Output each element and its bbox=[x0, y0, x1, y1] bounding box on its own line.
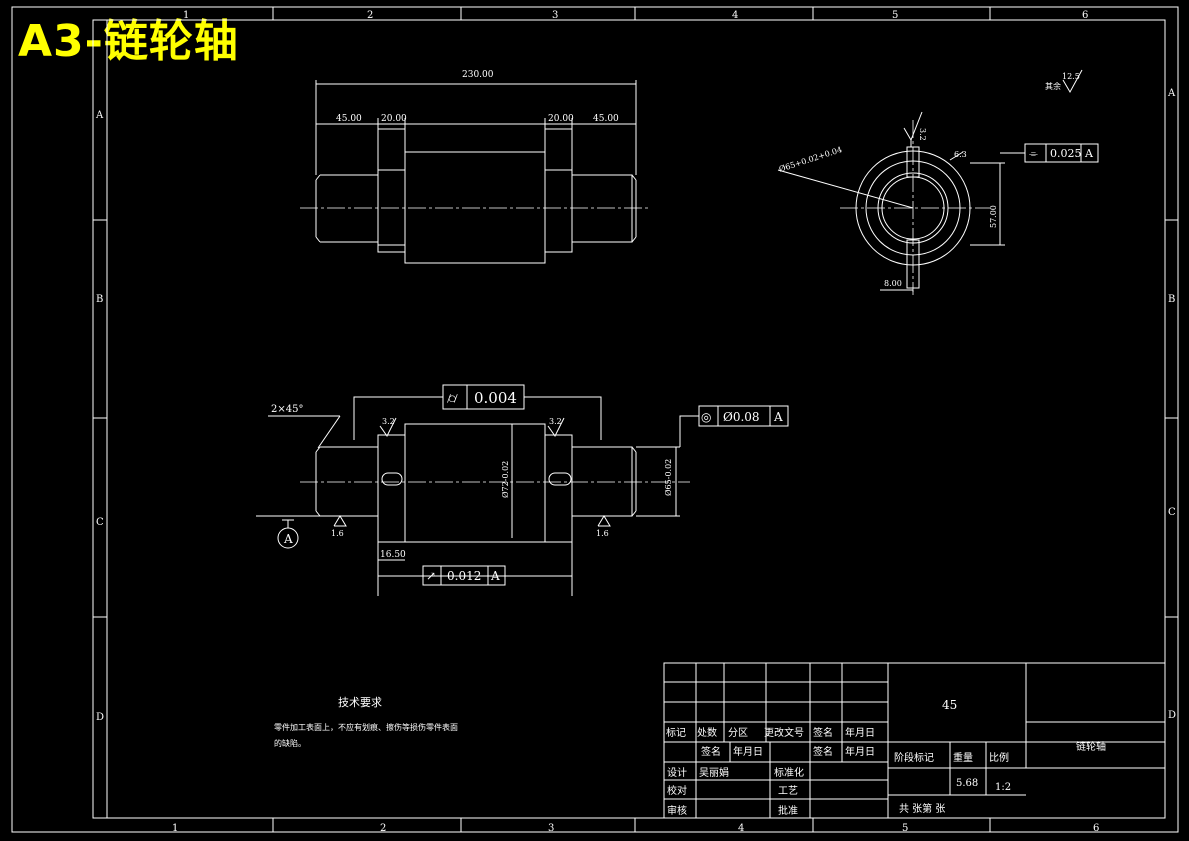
dim-keyway-width: 8.00 bbox=[884, 279, 902, 288]
zone-col-top-6: 6 bbox=[1082, 10, 1088, 21]
zone-col-bottom-6: 6 bbox=[1093, 823, 1099, 834]
zone-col-bottom-5: 5 bbox=[902, 823, 908, 834]
drawing-stamp: A3-链轮轴 bbox=[18, 16, 239, 67]
datum-a-label: A bbox=[283, 532, 293, 546]
zone-col-top-2: 2 bbox=[367, 10, 373, 21]
runout-tolerance: 0.012 bbox=[447, 569, 481, 583]
groove-roughness: 6.3 bbox=[954, 150, 967, 159]
zone-col-top-5: 5 bbox=[892, 10, 898, 21]
zone-col-top-4: 4 bbox=[732, 10, 738, 21]
tb-label-review: 审核 bbox=[667, 804, 687, 817]
zone-col-top-1: 1 bbox=[183, 10, 189, 21]
top-view bbox=[300, 80, 648, 264]
zone-col-bottom-4: 4 bbox=[738, 823, 744, 834]
cylindricity-tolerance: 0.004 bbox=[474, 389, 517, 407]
dim-left-collar: 20.00 bbox=[381, 114, 407, 124]
tb-label-check: 校对 bbox=[667, 784, 687, 797]
runout-symbol: ↗ bbox=[426, 569, 436, 583]
part-name: 链轮轴 bbox=[1076, 740, 1106, 753]
zone-row-left-b: B bbox=[96, 294, 103, 305]
roughness-left-end: 1.6 bbox=[331, 529, 344, 538]
concentricity-tolerance: Ø0.08 bbox=[723, 410, 760, 424]
dim-left-end: 45.00 bbox=[336, 114, 362, 124]
roughness-right-end: 1.6 bbox=[596, 529, 609, 538]
zone-row-left-c: C bbox=[96, 517, 104, 528]
tb-scale: 1:2 bbox=[995, 782, 1011, 793]
tb-designer: 吴丽娟 bbox=[699, 766, 729, 779]
title-block-text: 45 链轮轴 标记 处数 分区 更改文号 签名 年月日 签名 年月日 签名 年月… bbox=[666, 698, 1106, 817]
tb-weight: 5.68 bbox=[956, 778, 978, 789]
section-diameter-note: Ø65+0.02+0.04 bbox=[778, 145, 843, 174]
material: 45 bbox=[942, 698, 957, 712]
tech-req-line1: 零件加工表面上，不应有划痕、擦伤等损伤零件表面 bbox=[274, 722, 458, 732]
dim-end-diameter: Ø65-0.02 bbox=[664, 459, 673, 496]
chamfer-note: 2×45° bbox=[271, 404, 303, 415]
zone-row-left-a: A bbox=[95, 110, 104, 121]
zone-col-bottom-1: 1 bbox=[172, 823, 178, 834]
concentricity-datum: A bbox=[773, 410, 783, 424]
dim-right-collar: 20.00 bbox=[548, 114, 574, 124]
tb-label-standard: 标准化 bbox=[774, 766, 804, 779]
tb-label-stage: 阶段标记 bbox=[894, 751, 934, 764]
zone-row-left-d: D bbox=[96, 712, 104, 723]
zone-col-bottom-3: 3 bbox=[548, 823, 554, 834]
dim-keyway-depth: 57.00 bbox=[989, 205, 998, 228]
tb-label-sign-3: 签名 bbox=[813, 745, 833, 758]
zone-col-top-3: 3 bbox=[552, 10, 558, 21]
tb-label-zone: 分区 bbox=[728, 727, 748, 739]
zone-row-right-c: C bbox=[1168, 507, 1176, 518]
tb-label-process: 工艺 bbox=[778, 785, 798, 797]
tb-label-design: 设计 bbox=[667, 766, 687, 779]
cylindricity-symbol: ⌭ bbox=[447, 389, 458, 407]
dim-collar-offset: 16.50 bbox=[380, 550, 406, 560]
tb-label-change-doc: 更改文号 bbox=[764, 726, 804, 739]
concentricity-symbol: ◎ bbox=[701, 410, 711, 424]
zone-row-right-b: B bbox=[1168, 294, 1175, 305]
tech-req-line2: 的缺陷。 bbox=[274, 738, 306, 748]
technical-requirements: 技术要求 零件加工表面上，不应有划痕、擦伤等损伤零件表面 的缺陷。 bbox=[274, 696, 458, 748]
tb-label-scale: 比例 bbox=[989, 751, 1009, 764]
tb-label-date: 年月日 bbox=[845, 726, 875, 739]
tb-label-date-3: 年月日 bbox=[845, 745, 875, 758]
roughness-left-collar: 3.2 bbox=[382, 417, 395, 426]
front-view bbox=[256, 384, 789, 596]
drawing-frame bbox=[11, 6, 1179, 833]
front-view-annotations: 2×45° ⌭ 0.004 ◎ Ø0.08 A ↗ 0.012 A 3.2 3.… bbox=[271, 389, 783, 583]
tb-label-sign-2: 签名 bbox=[701, 745, 721, 758]
tb-label-mark: 标记 bbox=[666, 727, 686, 739]
roughness-corner-note: 其余 bbox=[1045, 81, 1061, 91]
symmetry-tolerance: 0.025 bbox=[1050, 147, 1082, 160]
tb-label-sign: 签名 bbox=[813, 726, 833, 739]
zone-col-bottom-2: 2 bbox=[380, 823, 386, 834]
zone-labels: 1 2 3 4 5 6 1 2 3 4 5 6 A B C D A B C D bbox=[95, 10, 1176, 834]
zone-row-right-d: D bbox=[1168, 710, 1176, 721]
roughness-right-collar: 3.2 bbox=[549, 417, 562, 426]
tb-label-count: 处数 bbox=[697, 726, 717, 739]
symmetry-symbol: ⌯ bbox=[1029, 147, 1038, 160]
symmetry-tolerance-frame: ⌯ 0.025 A bbox=[1029, 147, 1094, 160]
dim-overall-length: 230.00 bbox=[462, 70, 494, 80]
tb-label-approve: 批准 bbox=[778, 804, 798, 817]
symmetry-datum: A bbox=[1084, 147, 1094, 160]
zone-row-right-a: A bbox=[1167, 88, 1176, 99]
dim-right-end: 45.00 bbox=[593, 114, 619, 124]
runout-datum: A bbox=[490, 569, 500, 583]
section-view bbox=[777, 69, 1099, 295]
tb-sheets: 共 张第 张 bbox=[899, 802, 945, 815]
tech-req-title: 技术要求 bbox=[338, 696, 382, 709]
tb-label-weight: 重量 bbox=[953, 751, 973, 764]
roughness-corner-value: 12.5 bbox=[1062, 72, 1080, 81]
dim-center-diameter: Ø72-0.02 bbox=[501, 461, 510, 498]
keyway-roughness: 3.2 bbox=[918, 128, 927, 141]
tb-label-date-2: 年月日 bbox=[733, 745, 763, 758]
title-block bbox=[663, 662, 1166, 819]
